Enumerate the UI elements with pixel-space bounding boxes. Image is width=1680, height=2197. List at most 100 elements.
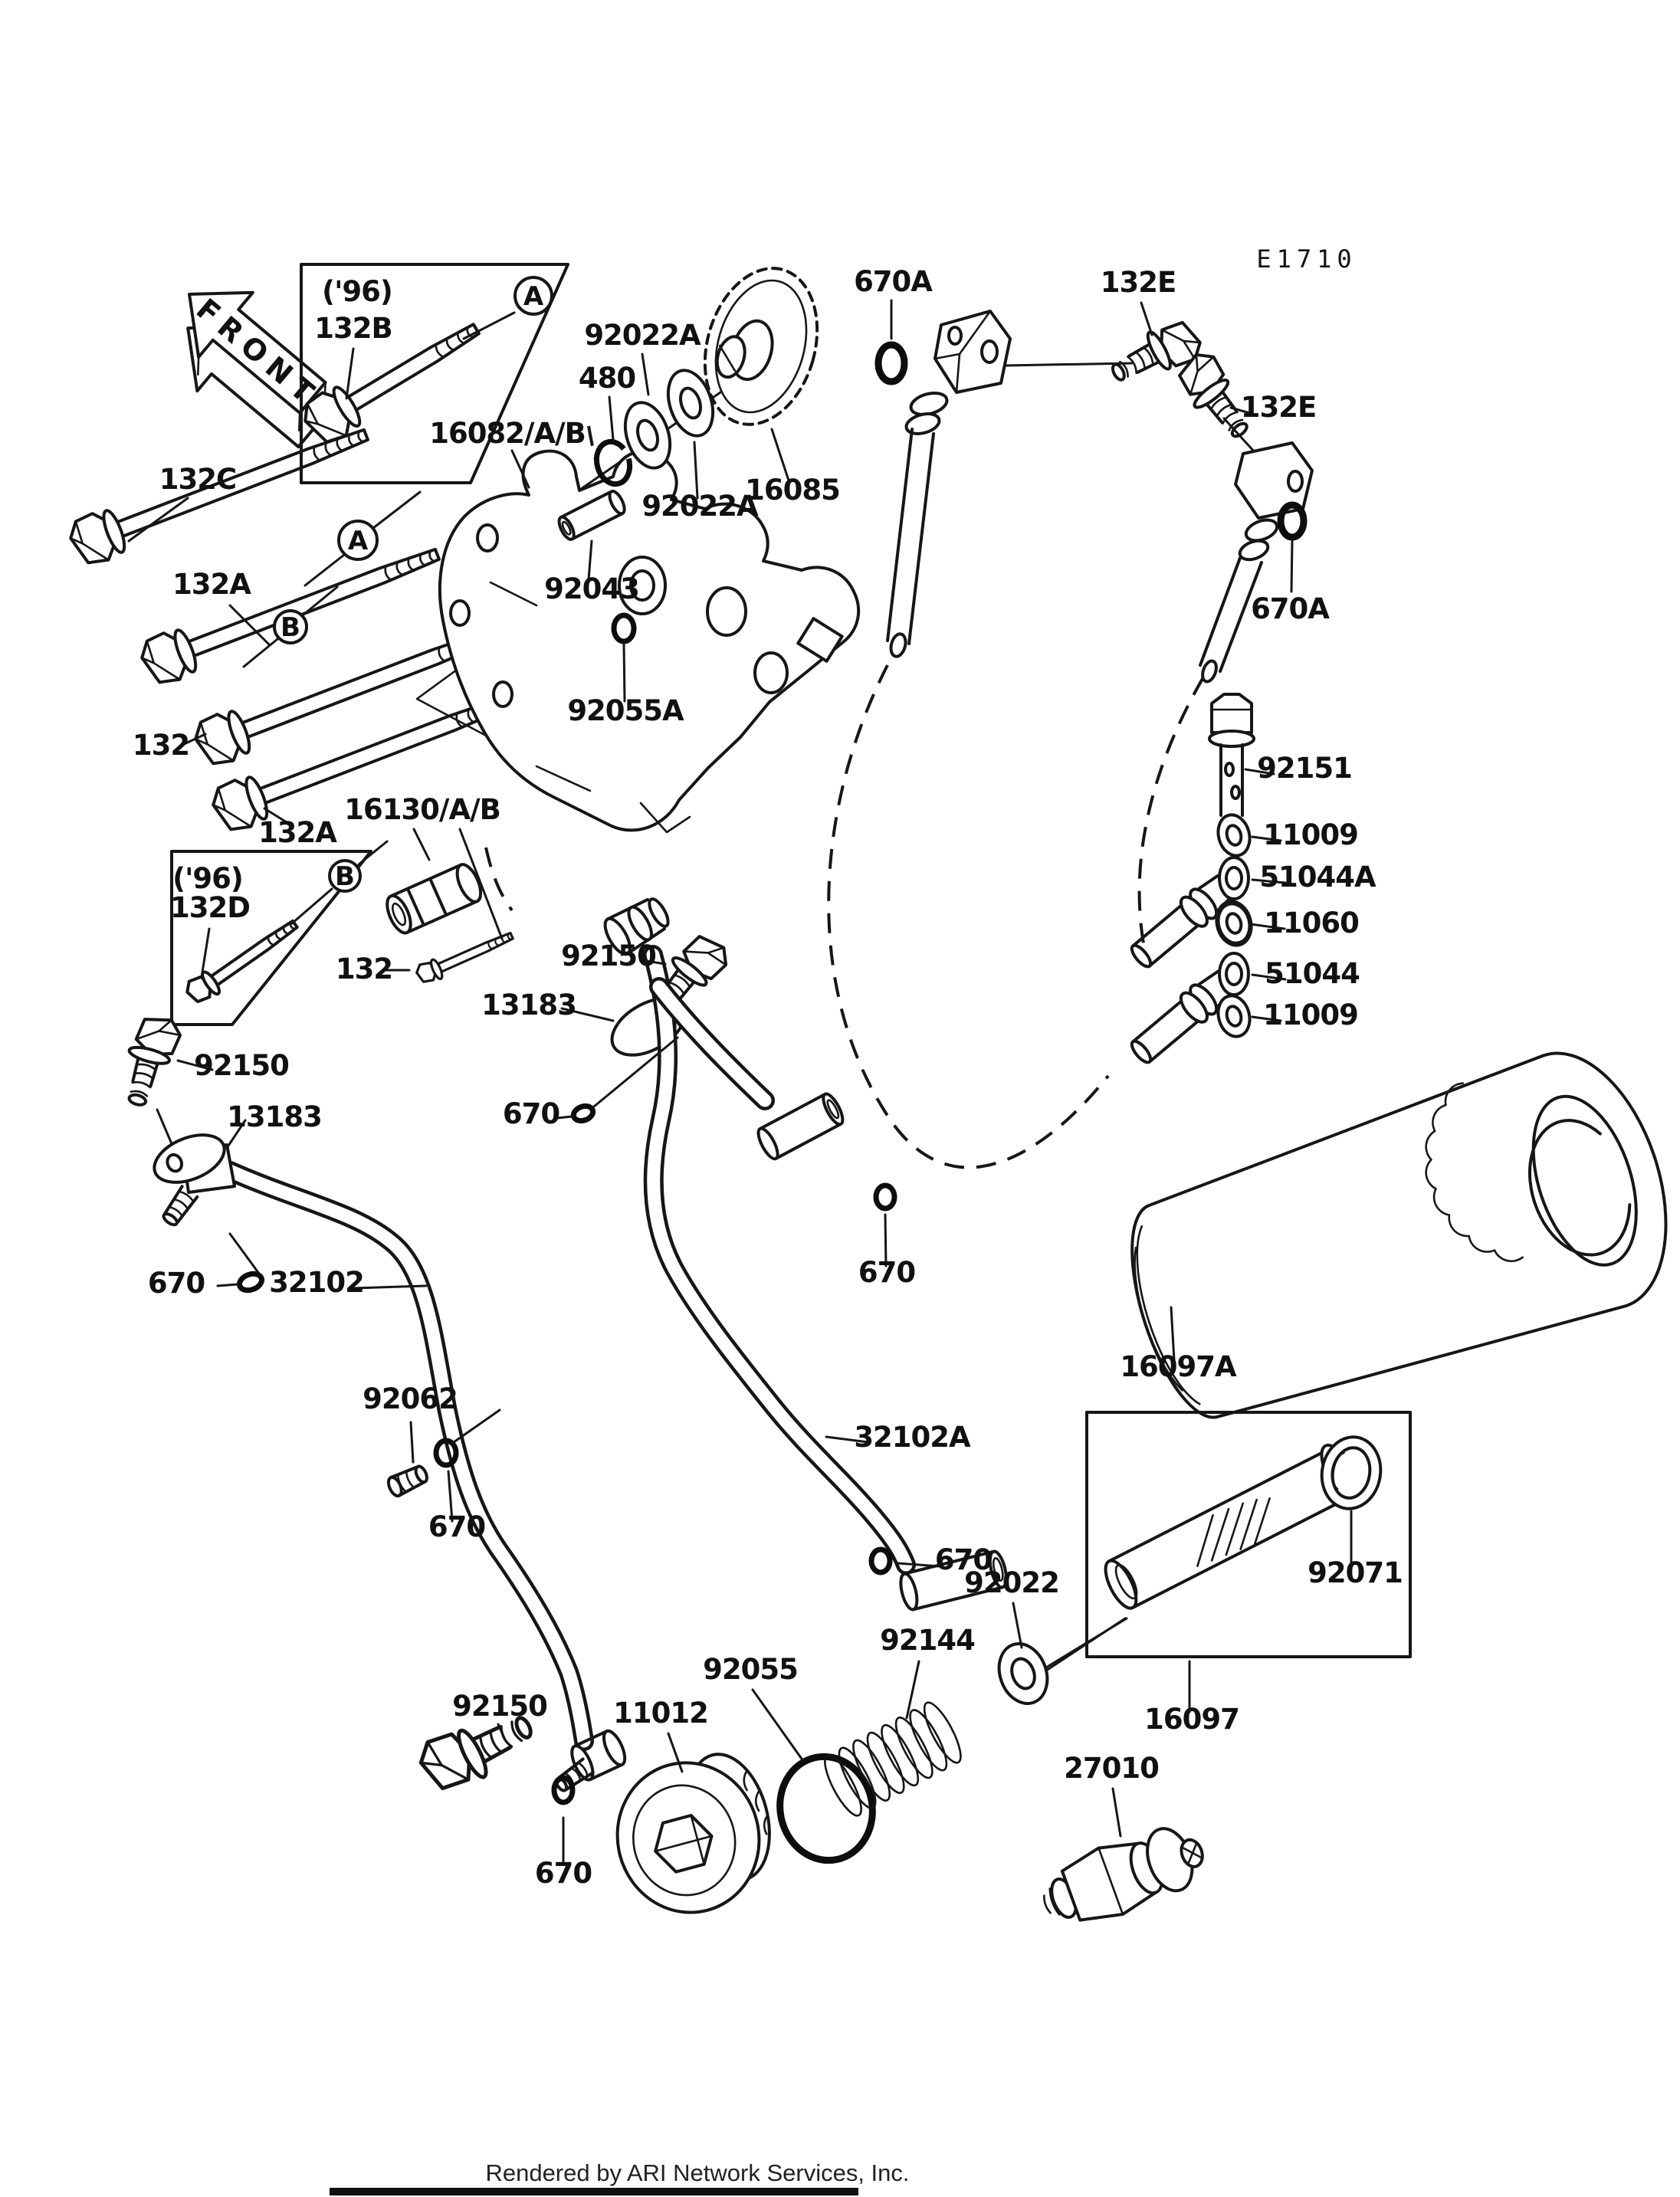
part-label-670-3: 670 (428, 1510, 485, 1543)
part-label-27010: 27010 (1064, 1752, 1159, 1785)
oil-filter-16097a (1130, 1051, 1668, 1419)
part-label-670a-1: 670A (854, 265, 933, 298)
part-label-13183-2: 13183 (227, 1100, 322, 1133)
pad-13183-2 (153, 1133, 226, 1184)
year-note-2: ('96) (172, 862, 243, 895)
pump-gear-parts (557, 267, 819, 644)
oring-670a-1 (874, 341, 908, 385)
coupling-16130 (386, 863, 483, 935)
part-label-670-5: 670 (935, 1543, 992, 1576)
rocker-oil-fittings (874, 310, 1314, 684)
callout-letter-A2: A (348, 526, 369, 556)
part-label-16097: 16097 (1144, 1703, 1239, 1736)
washer-11009-2 (1212, 990, 1256, 1042)
spring-92144 (824, 1701, 962, 1817)
circlip-480 (593, 438, 633, 487)
option-box-96-132d (170, 850, 372, 1026)
oil-pressure-switch-27010 (1043, 1827, 1204, 1922)
part-label-13183-1: 13183 (481, 989, 576, 1021)
part-label-32102a: 32102A (854, 1421, 971, 1454)
part-label-51044: 51044 (1265, 957, 1360, 990)
part-label-92150-2: 92150 (561, 939, 656, 972)
leader-lines (127, 299, 1353, 1864)
gear-16085 (703, 267, 819, 426)
part-label-670-4: 670 (535, 1857, 592, 1890)
part-label-132-2: 132 (336, 953, 392, 985)
oring-670-3 (433, 1438, 459, 1468)
part-label-92071: 92071 (1308, 1556, 1403, 1589)
front-arrow-label: FRONT (190, 292, 326, 414)
grommet-92071 (1320, 1435, 1383, 1510)
part-label-92062: 92062 (363, 1382, 458, 1415)
oring-670-6 (873, 1182, 897, 1212)
part-label-16130: 16130/A/B (344, 793, 500, 826)
part-label-480: 480 (579, 362, 635, 395)
option-box-96-132b: A (295, 263, 569, 484)
part-label-132a-2: 132A (258, 816, 337, 849)
callout-letter-A: A (523, 281, 544, 312)
part-label-92022: 92022 (964, 1566, 1059, 1599)
oring-670a-2 (1277, 501, 1308, 541)
cap-11012 (615, 1753, 771, 1914)
washer-92022a-1 (623, 401, 672, 470)
part-label-11060: 11060 (1264, 907, 1359, 939)
part-label-16082: 16082/A/B (429, 417, 586, 450)
part-label-92150-3: 92150 (452, 1690, 547, 1723)
part-label-132c: 132C (159, 463, 236, 496)
plug-screw-92062 (386, 1464, 428, 1498)
washer-92022 (997, 1642, 1049, 1705)
part-label-670a-2: 670A (1251, 592, 1330, 625)
figure-code: E1710 (1256, 244, 1357, 274)
part-label-51044a: 51044A (1259, 861, 1376, 894)
oring-670-4 (551, 1775, 576, 1805)
filter-screen-kit-16097 (1045, 1411, 1412, 1672)
part-label-11009-2: 11009 (1263, 998, 1358, 1031)
relief-valve-group: B (170, 840, 517, 1026)
oring-670-5 (868, 1546, 893, 1576)
hose-51044a (1130, 856, 1250, 969)
part-label-132b: 132B (314, 312, 392, 345)
part-label-670-6: 670 (858, 1256, 915, 1289)
part-label-16085: 16085 (745, 474, 840, 507)
part-label-11009-1: 11009 (1263, 818, 1358, 851)
part-label-92151: 92151 (1257, 752, 1352, 785)
part-label-670-2: 670 (503, 1097, 559, 1130)
part-label-132d: 132D (170, 891, 250, 924)
hose-51044 (1130, 952, 1250, 1064)
washer-92022a-2 (666, 369, 715, 438)
pipe-flare-fitting (603, 897, 670, 956)
oring-92055a (611, 612, 637, 644)
callout-circles: A B (242, 490, 422, 668)
banjo-column (1130, 693, 1256, 1064)
oring-670-1 (236, 1271, 265, 1294)
part-label-92055a: 92055A (567, 694, 684, 727)
year-note-1: ('96) (322, 275, 392, 308)
part-label-92043: 92043 (544, 572, 639, 605)
part-label-132a-1: 132A (172, 568, 251, 601)
part-label-132e-1: 132E (1101, 266, 1176, 299)
spacer-92043 (557, 490, 626, 541)
part-label-92144: 92144 (880, 1624, 975, 1657)
oring-92055 (776, 1753, 876, 1864)
pipe-end-cylinder (899, 1549, 1008, 1612)
drain-plug-group (386, 1408, 1128, 1914)
callout-letter-B2: B (335, 861, 355, 892)
oil-pipe-32102a (570, 897, 1008, 1612)
part-labels: E1710 ('96) 132B 92022A 480 16082/A/B 13… (133, 244, 1403, 1890)
part-label-670-1: 670 (148, 1267, 205, 1300)
part-label-92022a-1: 92022A (584, 319, 701, 352)
callout-letter-B1: B (281, 612, 300, 643)
oring-670-2 (570, 1103, 596, 1124)
callout-circle-A (514, 276, 553, 316)
part-label-92055: 92055 (703, 1653, 798, 1686)
part-label-132e-2: 132E (1241, 391, 1317, 424)
bolt-92150-1 (114, 1010, 185, 1113)
bottom-scan-bar (330, 2188, 858, 2195)
part-label-92022a-2: 92022A (641, 490, 759, 523)
washer-11060 (1215, 900, 1253, 947)
washer-11009-1 (1212, 809, 1256, 861)
pipe-branch-end (756, 1092, 845, 1161)
part-label-11012: 11012 (613, 1697, 708, 1730)
